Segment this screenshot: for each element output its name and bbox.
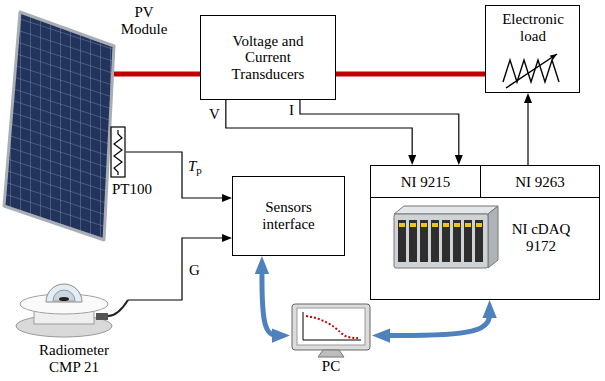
signal-label: G [189,262,200,279]
pt100-sensor: PT100 [110,126,126,178]
slot-tag [432,223,438,227]
node-label: Electronic load [493,11,573,45]
signal-arrow [128,238,227,300]
chassis-side [488,206,498,268]
slot-tag [476,223,482,227]
chassis-front [394,214,488,268]
node-label: NI cDAQ 9172 [499,221,583,255]
module-slot [409,220,417,262]
resistor-zigzag [114,130,122,175]
node-label: PT100 [112,181,152,198]
node-label: Radiometer CMP 21 [24,342,124,376]
sun-shield [20,294,108,314]
daq-chassis-box: NI cDAQ 9172 NI 9215 NI 9263 [370,165,600,300]
slot-tag [410,223,416,227]
slot-tag [443,223,449,227]
power-line [336,71,485,76]
resistor-symbol [111,127,125,177]
signal-label: Tp [188,158,202,176]
module-slots [398,220,483,262]
sensors-interface-box: Sensors interface [232,176,345,256]
chart-axes [303,312,361,340]
module-slot [420,220,428,262]
sensor-cable [108,300,128,316]
node-label: NI 9215 [401,173,451,190]
node-label: NI 9263 [515,173,565,190]
chassis-top [394,206,498,214]
module-slot [431,220,439,262]
pv-module: PV Module [4,12,114,240]
node-label: PC [311,358,351,375]
cable-connector [96,313,108,320]
pc-monitor: PC [290,302,372,358]
inner-dome [53,290,75,301]
monitor-stand [318,350,344,357]
slot-tag [421,223,427,227]
module-slot [475,220,483,262]
power-line [114,72,200,77]
electronic-load-box: Electronic load [485,5,580,93]
input-module-box: NI 9215 [370,165,481,198]
slot-tag [399,223,405,227]
node-label: Sensors interface [249,199,329,233]
transducer-box: Voltage and Current Transducers [200,15,336,100]
node-label: PV Module [114,4,174,38]
signal-label: V [209,106,220,123]
signal-label: I [289,102,294,119]
signal-arrow [527,98,528,165]
output-module-box: NI 9263 [480,165,600,198]
data-link [262,265,281,336]
module-slot [398,220,406,262]
signal-arrow [226,100,412,160]
node-label: Voltage and Current Transducers [220,32,316,82]
iv-curve [306,316,358,338]
slot-tag [465,223,471,227]
module-slot [453,220,461,262]
module-slot [464,220,472,262]
radiometer: Radiometer CMP 21 [14,262,128,342]
data-link [381,309,490,336]
sensor-disc [59,297,69,301]
pv-panel [4,12,114,240]
slot-tag [454,223,460,227]
signal-arrow [300,100,459,160]
monitor-screen [297,308,365,345]
glass-dome [46,284,82,302]
monitor-frame [292,304,370,350]
module-slot [442,220,450,262]
variable-arrow [506,54,557,88]
